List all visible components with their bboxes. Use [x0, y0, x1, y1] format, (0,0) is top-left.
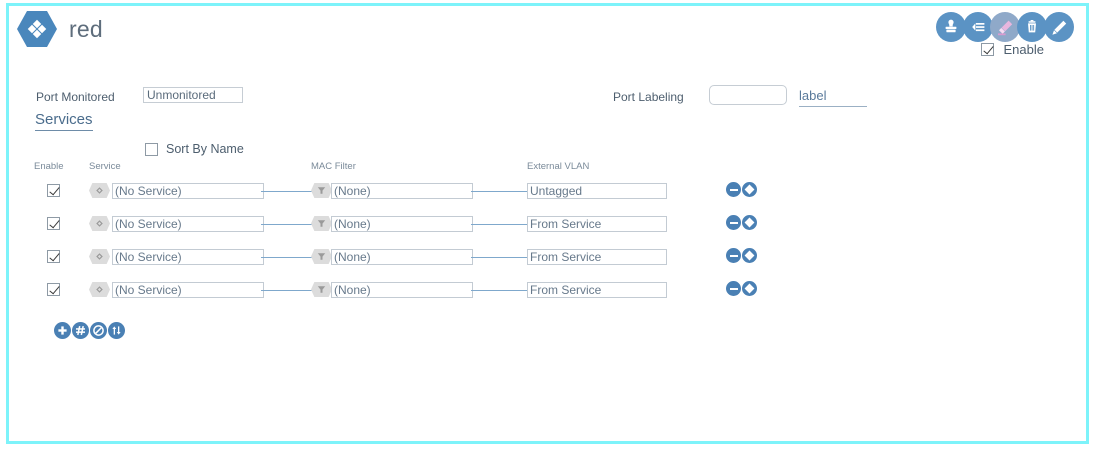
- add-icon[interactable]: [54, 322, 71, 339]
- service-field[interactable]: (No Service): [112, 216, 264, 232]
- external-vlan-field[interactable]: From Service: [527, 216, 667, 232]
- row-actions: [726, 248, 758, 263]
- table-row: (No Service) (None) From Service: [9, 244, 1086, 277]
- trash-icon[interactable]: [1017, 12, 1047, 42]
- remove-row-icon[interactable]: [726, 215, 741, 230]
- mac-filter-field[interactable]: (None): [331, 249, 473, 265]
- filter-icon[interactable]: [311, 282, 332, 297]
- mac-filter-field[interactable]: (None): [331, 183, 473, 199]
- row-enable-checkbox[interactable]: [47, 283, 60, 296]
- header-actions: [936, 12, 1074, 42]
- vlan-connector: [471, 224, 529, 225]
- table-column-headers: Enable Service MAC Filter External VLAN: [9, 161, 1086, 175]
- table-row: (No Service) (None) Untagged: [9, 178, 1086, 211]
- vlan-connector: [471, 257, 529, 258]
- remove-row-icon[interactable]: [726, 248, 741, 263]
- port-monitored-value[interactable]: Unmonitored: [143, 87, 243, 103]
- application-frame: red: [6, 3, 1089, 444]
- row-enable-checkbox[interactable]: [47, 184, 60, 197]
- column-header-external-vlan: External VLAN: [527, 161, 590, 172]
- sort-by-name-row[interactable]: Sort By Name: [145, 142, 244, 156]
- edit-row-icon[interactable]: [742, 182, 757, 197]
- service-field[interactable]: (No Service): [112, 183, 264, 199]
- service-field[interactable]: (No Service): [112, 282, 264, 298]
- table-row: (No Service) (None) From Service: [9, 277, 1086, 310]
- service-icon[interactable]: [89, 282, 110, 297]
- service-field[interactable]: (No Service): [112, 249, 264, 265]
- remove-row-icon[interactable]: [726, 281, 741, 296]
- service-rows: (No Service) (None) Untagged: [9, 178, 1086, 310]
- enable-label: Enable: [1003, 42, 1044, 57]
- service-connector: [261, 224, 313, 225]
- column-header-enable: Enable: [34, 161, 64, 172]
- enable-checkbox[interactable]: [980, 43, 994, 56]
- column-header-service: Service: [89, 161, 121, 172]
- pencil-icon[interactable]: [1044, 12, 1074, 42]
- header: red: [9, 6, 1086, 62]
- row-actions: [726, 281, 758, 296]
- services-toolbar: [54, 322, 126, 339]
- remove-row-icon[interactable]: [726, 182, 741, 197]
- service-connector: [261, 257, 313, 258]
- port-labeling-link[interactable]: label: [799, 88, 867, 107]
- hexagon-diamond-logo: [17, 11, 57, 47]
- sort-by-name-checkbox[interactable]: [145, 142, 158, 156]
- edit-row-icon[interactable]: [742, 281, 757, 296]
- brand: red: [17, 11, 103, 47]
- page-title: red: [69, 15, 103, 42]
- service-connector: [261, 191, 313, 192]
- filter-icon[interactable]: [311, 216, 332, 231]
- external-vlan-field[interactable]: From Service: [527, 249, 667, 265]
- service-icon[interactable]: [89, 216, 110, 231]
- enable-toggle-row[interactable]: Enable: [980, 42, 1044, 57]
- stamp-icon[interactable]: [936, 12, 966, 42]
- vlan-connector: [471, 290, 529, 291]
- external-vlan-field[interactable]: From Service: [527, 282, 667, 298]
- edit-row-icon[interactable]: [742, 248, 757, 263]
- sort-by-name-label: Sort By Name: [166, 142, 244, 156]
- port-labeling-label: Port Labeling: [613, 90, 684, 104]
- no-entry-icon[interactable]: [90, 322, 107, 339]
- column-header-mac-filter: MAC Filter: [311, 161, 356, 172]
- row-enable-checkbox[interactable]: [47, 250, 60, 263]
- filter-icon[interactable]: [311, 183, 332, 198]
- vlan-connector: [471, 191, 529, 192]
- highlighter-icon[interactable]: [990, 12, 1020, 42]
- grid-icon[interactable]: [72, 322, 89, 339]
- swap-arrows-icon[interactable]: [108, 322, 125, 339]
- services-heading: Services: [35, 111, 93, 131]
- service-icon[interactable]: [89, 183, 110, 198]
- row-actions: [726, 182, 758, 197]
- table-row: (No Service) (None) From Service: [9, 211, 1086, 244]
- service-connector: [261, 290, 313, 291]
- row-enable-checkbox[interactable]: [47, 217, 60, 230]
- mac-filter-field[interactable]: (None): [331, 282, 473, 298]
- service-icon[interactable]: [89, 249, 110, 264]
- mac-filter-field[interactable]: (None): [331, 216, 473, 232]
- edit-row-icon[interactable]: [742, 215, 757, 230]
- filter-icon[interactable]: [311, 249, 332, 264]
- port-monitored-label: Port Monitored: [36, 90, 115, 104]
- row-actions: [726, 215, 758, 230]
- external-vlan-field[interactable]: Untagged: [527, 183, 667, 199]
- list-icon[interactable]: [963, 12, 993, 42]
- port-labeling-input[interactable]: [709, 85, 787, 105]
